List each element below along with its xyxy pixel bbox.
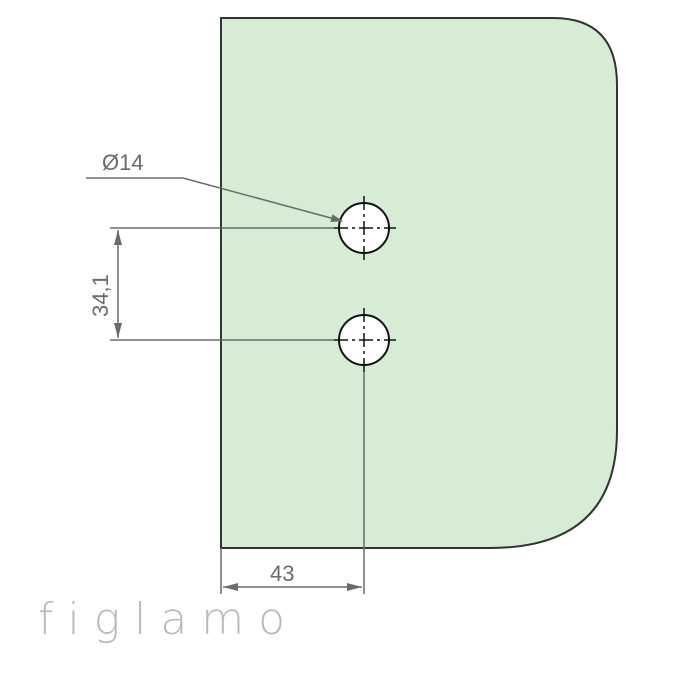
vertical-dimension: 34,1 <box>88 227 334 341</box>
lower-hole <box>334 308 396 372</box>
horizontal-dim-label: 43 <box>270 561 294 586</box>
watermark-logo: figlamo <box>38 594 300 645</box>
plate-outline <box>220 17 618 549</box>
diameter-leader: Ø14 <box>86 150 343 222</box>
diameter-label: Ø14 <box>102 150 144 175</box>
vertical-dim-label: 34,1 <box>88 274 113 317</box>
horizontal-dimension: 43 <box>220 372 365 594</box>
upper-hole <box>334 196 396 260</box>
